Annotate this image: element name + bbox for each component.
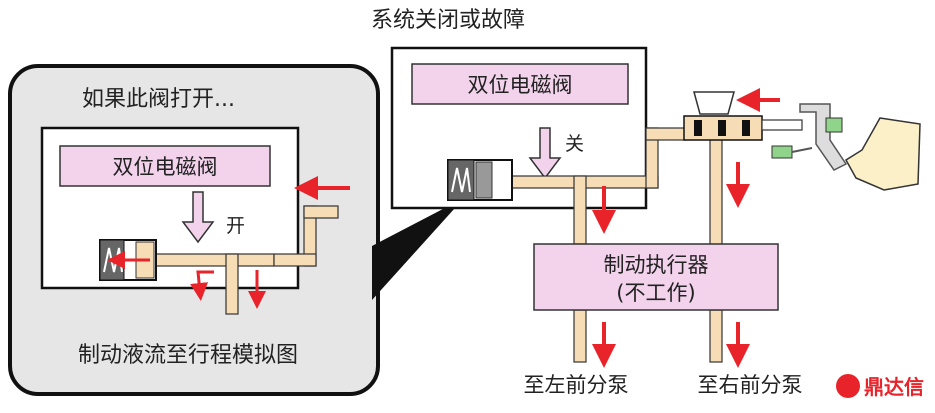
callout-open-arrow-icon [181, 191, 215, 244]
main-solenoid-valve [447, 159, 513, 201]
callout-valve-label-box [59, 145, 271, 187]
watermark-badge-icon [836, 374, 860, 398]
watermark-logo: 鼎达信 [836, 374, 924, 399]
actuator-box [533, 243, 779, 311]
callout-pointer [372, 198, 464, 300]
main-closed-arrow-icon [528, 127, 562, 180]
master-cylinder [683, 91, 803, 141]
callout-valve-label: 双位电磁阀 [113, 155, 218, 179]
callout-caption: 制动液流至行程模拟图 [78, 343, 298, 368]
callout-pipes [153, 205, 339, 315]
main-valve-label-box [411, 63, 629, 105]
main-state-label: 关 [565, 133, 584, 155]
callout-flow-arrow-branch [190, 270, 214, 301]
foot-icon [844, 117, 921, 191]
reservoir-icon [693, 91, 735, 115]
outlet-right-label: 至右前分泵 [698, 373, 803, 397]
actuator-status: (不工作) [616, 281, 695, 305]
outlet-left-label: 至左前分泵 [524, 373, 629, 397]
callout-heading: 如果此阀打开... [82, 87, 235, 112]
brake-pedal-icon [771, 103, 848, 171]
diagram-title: 系统关闭或故障 [371, 8, 525, 33]
actuator-label: 制动执行器 [604, 253, 709, 277]
callout-state-label: 开 [226, 215, 245, 237]
watermark-text: 鼎达信 [864, 375, 924, 399]
main-valve-label: 双位电磁阀 [468, 73, 573, 97]
